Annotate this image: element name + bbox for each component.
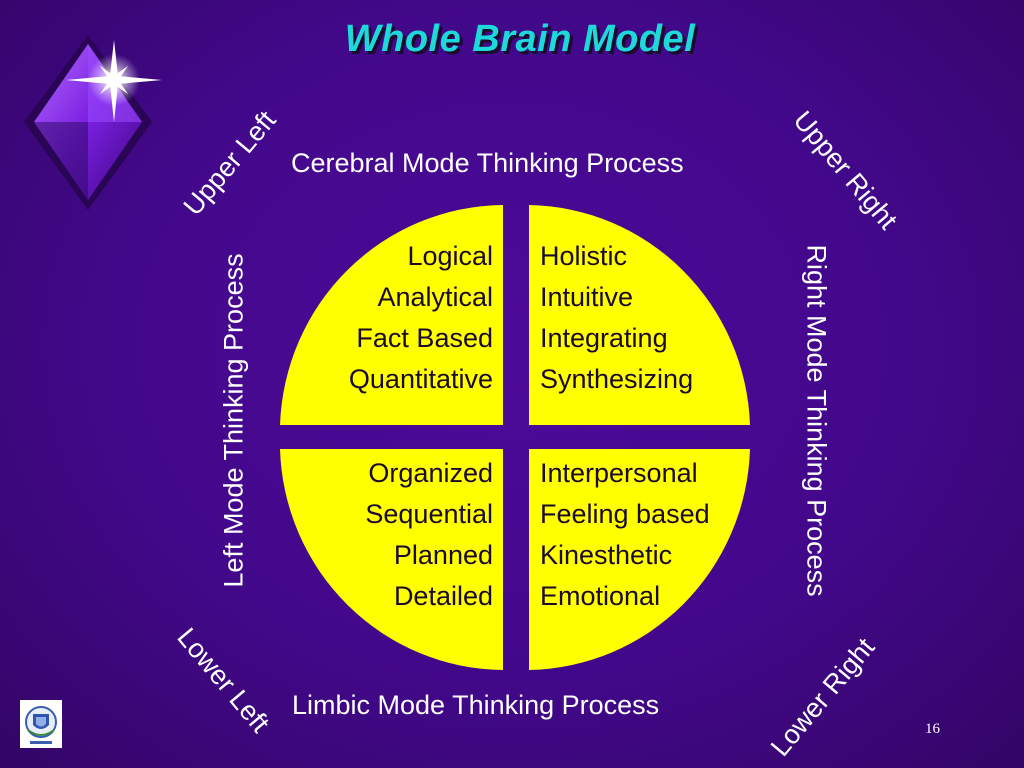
quadrant-item: Integrating (540, 323, 668, 353)
quadrant-lower-right (529, 449, 750, 670)
top-label: Cerebral Mode Thinking Process (291, 148, 684, 178)
right-label: Right Mode Thinking Process (801, 244, 832, 597)
quadrant-item: Quantitative (348, 364, 493, 394)
slide-title: Whole Brain Model (344, 18, 696, 60)
school-emblem-icon (20, 700, 62, 748)
quadrant-item: Intuitive (540, 282, 634, 312)
quadrant-item: Organized (368, 458, 493, 488)
quadrant-item: Sequential (365, 499, 493, 529)
slide-number: 16 (925, 721, 940, 737)
whole-brain-circle (280, 205, 750, 670)
quadrant-item: Holistic (540, 241, 628, 271)
quadrant-item: Feeling based (540, 499, 710, 529)
diamond-star-icon (24, 35, 162, 210)
quadrant-item: Fact Based (356, 323, 493, 353)
left-label: Left Mode Thinking Process (218, 253, 249, 588)
quadrant-item: Analytical (377, 282, 493, 312)
quadrant-upper-left-text: Logical Analytical Fact Based Quantitati… (349, 236, 493, 400)
quadrant-item: Kinesthetic (540, 540, 673, 570)
quadrant-lower-left (280, 449, 503, 670)
quadrant-upper-right (529, 205, 750, 425)
corner-lower-right: Lower Right (764, 632, 881, 763)
quadrant-lower-right-text: Interpersonal Feeling based Kinesthetic … (540, 453, 750, 617)
corner-lower-left: Lower Left (171, 622, 276, 739)
quadrant-item: Synthesizing (540, 364, 694, 394)
quadrant-item: Logical (407, 241, 493, 271)
quadrant-item: Emotional (540, 581, 661, 611)
corner-upper-left: Upper Left (177, 105, 282, 222)
quadrant-item: Planned (393, 540, 493, 570)
quadrant-upper-left (280, 205, 503, 425)
quadrant-item: Detailed (393, 581, 493, 611)
corner-upper-right: Upper Right (787, 105, 904, 235)
bottom-label: Limbic Mode Thinking Process (292, 690, 660, 720)
quadrant-upper-right-text: Holistic Intuitive Integrating Synthesiz… (540, 236, 693, 400)
quadrant-item: Interpersonal (540, 458, 698, 488)
quadrant-lower-left-text: Organized Sequential Planned Detailed (365, 453, 493, 617)
